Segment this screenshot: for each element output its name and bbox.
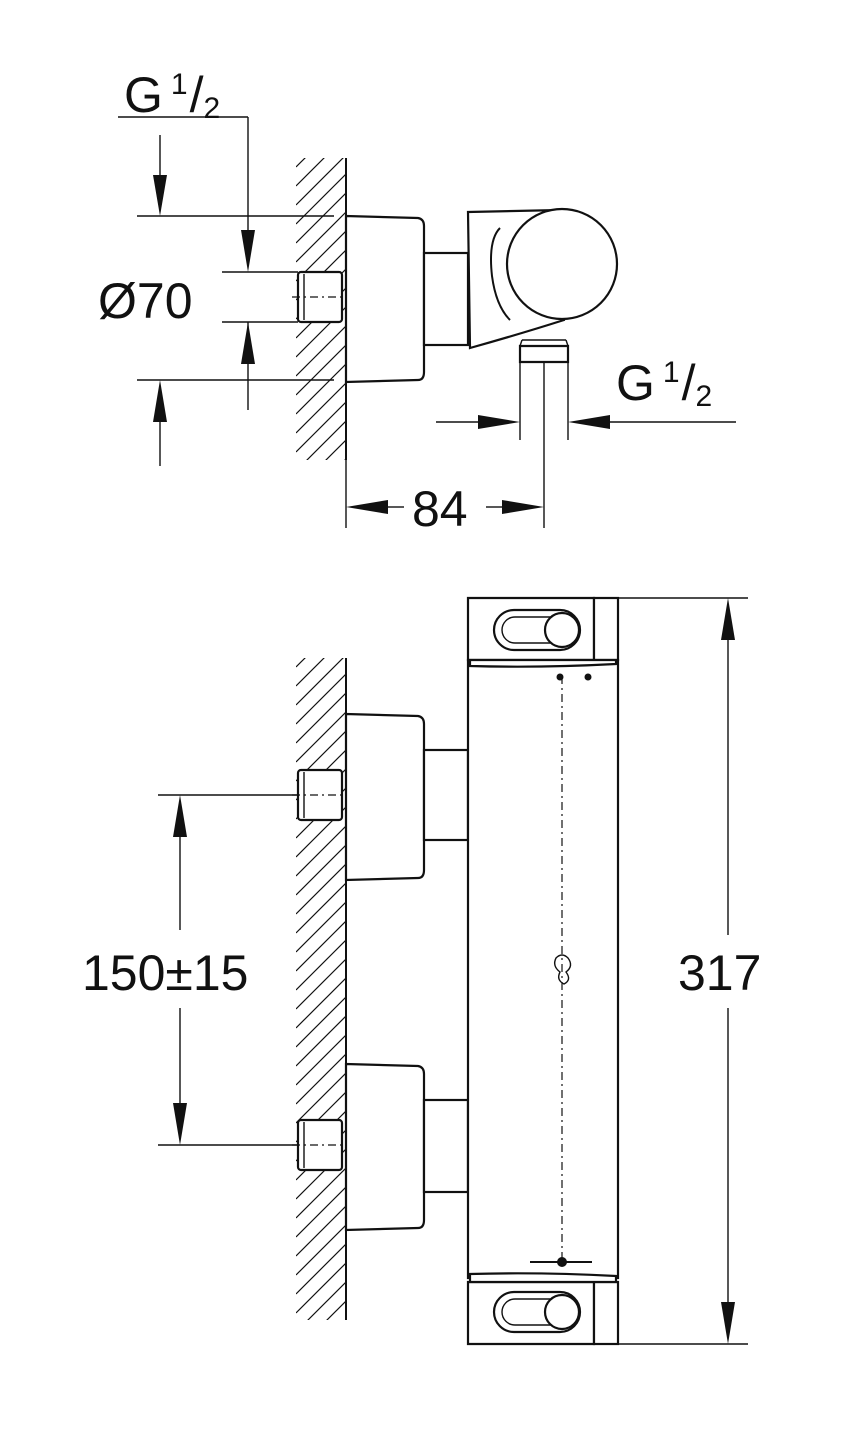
side-outlet-nut <box>518 344 570 364</box>
wall-hatch-line <box>296 996 346 1048</box>
side-handle-groove <box>490 227 511 321</box>
wall-hatch-line <box>296 1015 346 1067</box>
wall-hatch-line <box>296 920 346 972</box>
front-inlet-lower <box>292 1062 470 1232</box>
diameter-label: Ø70 <box>98 273 193 329</box>
wall-hatch-line <box>296 1358 346 1408</box>
side-knob <box>505 207 619 321</box>
dim-outlet-thread <box>436 362 736 440</box>
side-stem <box>422 251 470 347</box>
bottom-handle <box>466 1272 620 1346</box>
wall-hatch-line <box>296 211 346 263</box>
bottom-marker-icon <box>530 1257 592 1267</box>
wall-hatch-line <box>296 692 346 744</box>
wall-hatch-line <box>296 1243 346 1295</box>
wall-hatch-line <box>296 1339 346 1389</box>
wall-hatch-line <box>296 363 346 415</box>
dim-center-distance <box>158 794 298 1146</box>
wall-hatch-line <box>296 1072 346 1124</box>
front-inlet-upper <box>292 712 470 882</box>
wall-hatch-line <box>296 658 306 668</box>
wall-hatch-line <box>296 901 346 953</box>
wall-hatch-line <box>296 497 346 547</box>
wall-hatch-line <box>296 1205 346 1257</box>
wall-hatch-line <box>296 1053 346 1105</box>
wall-hatch-line <box>296 711 346 763</box>
height-label: 317 <box>678 945 761 1001</box>
center-distance-label: 150±15 <box>82 945 248 1001</box>
top-handle <box>466 596 620 668</box>
dim-top-thread <box>118 116 255 272</box>
wall-hatch-line <box>344 458 346 460</box>
dim-height <box>618 597 748 1345</box>
front-view: 150±15 317 <box>82 596 761 1427</box>
wall-hatch-line <box>296 516 346 566</box>
wall-hatch-line <box>296 382 346 434</box>
wall-hatch-line <box>296 825 346 877</box>
wall-hatch-line <box>306 420 346 460</box>
wall-hatch-line <box>296 1377 346 1427</box>
wall-hatch-line <box>326 1300 346 1320</box>
wall-hatch-line <box>296 478 346 528</box>
wall-hatch-line <box>296 844 346 896</box>
wall-hatch-line <box>296 1262 346 1314</box>
wall-hatch-line <box>296 863 346 915</box>
side-escutcheon <box>344 214 426 384</box>
wall-hatch-line <box>296 98 346 148</box>
wall-hatch-line <box>296 673 346 725</box>
wall-hatch-line <box>296 598 346 648</box>
wall-hatch-line <box>296 1167 346 1219</box>
wall-hatch-line <box>296 939 346 991</box>
grohe-logo-icon <box>553 954 572 985</box>
wall-hatch-line <box>296 658 344 706</box>
wall-hatch-line <box>296 977 346 1029</box>
wall-hatch-line <box>307 1281 346 1320</box>
wall-hatch-bottom <box>296 598 346 1427</box>
dim-depth <box>345 362 545 528</box>
wall-inlet-fitting-top <box>292 270 344 324</box>
wall-hatch-line <box>296 1186 346 1238</box>
wall-hatch-line <box>296 958 346 1010</box>
wall-hatch-line <box>296 158 344 206</box>
wall-hatch-line <box>296 1224 346 1276</box>
wall-hatch-line <box>296 158 306 168</box>
wall-hatch-line <box>296 401 346 453</box>
thermostat-body <box>466 658 620 1280</box>
dim-diameter <box>137 135 334 466</box>
wall-hatch-line <box>296 1034 346 1086</box>
wall-hatch-top <box>296 98 346 566</box>
wall-hatch-line <box>296 658 325 687</box>
wall-hatch-line <box>325 439 346 460</box>
wall-hatch-line <box>296 325 346 377</box>
wall-hatch-line <box>296 192 346 244</box>
wall-hatch-line <box>296 882 346 934</box>
wall-hatch-line <box>296 344 346 396</box>
depth-label: 84 <box>412 481 468 537</box>
wall-hatch-line <box>296 158 325 187</box>
wall-hatch-line <box>345 1319 346 1320</box>
